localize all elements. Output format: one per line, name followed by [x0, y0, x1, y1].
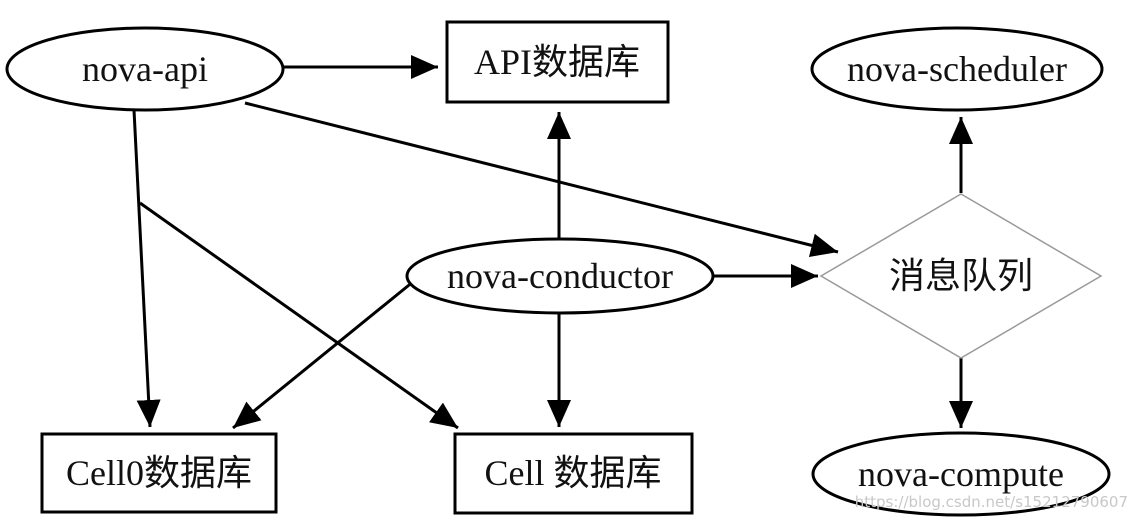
api-database-label: API数据库 — [474, 42, 640, 82]
message-queue-label: 消息队列 — [889, 256, 1033, 296]
nova-scheduler-ellipse — [810, 26, 1104, 112]
edge-api-to-queue — [244, 101, 839, 258]
nova-conductor-ellipse — [405, 237, 715, 315]
node-nova-conductor: nova-conductor — [405, 237, 715, 315]
cell0-database-label: Cell0数据库 — [66, 453, 252, 493]
nova-scheduler-label: nova-scheduler — [847, 49, 1067, 89]
node-nova-scheduler: nova-scheduler — [810, 26, 1104, 112]
cell-database-box — [453, 432, 694, 515]
edge-api-to-celldb — [139, 201, 459, 430]
cell-database-label: Cell 数据库 — [485, 453, 662, 493]
nova-conductor-label: nova-conductor — [447, 256, 673, 296]
nova-compute-label: nova-compute — [858, 454, 1064, 494]
nova-compute-ellipse — [811, 431, 1111, 517]
watermark: https://blog.csdn.net/s15212790607 — [855, 493, 1128, 511]
api-database-box — [445, 20, 670, 104]
cell0-database-box — [40, 432, 278, 514]
edge-conductor-to-cell0db — [232, 279, 415, 430]
node-api-database: API数据库 — [445, 20, 670, 104]
edges — [132, 55, 973, 430]
node-message-queue: 消息队列 — [819, 193, 1103, 359]
node-cell-database: Cell 数据库 — [453, 432, 694, 515]
node-nova-api: nova-api — [5, 26, 285, 112]
edge-api-to-cell0db — [132, 109, 161, 428]
message-queue-diamond — [819, 193, 1103, 359]
node-nova-compute: nova-compute — [811, 431, 1111, 517]
node-cell0-database: Cell0数据库 — [40, 432, 278, 514]
nova-api-ellipse — [5, 26, 285, 112]
nova-api-label: nova-api — [82, 49, 208, 89]
